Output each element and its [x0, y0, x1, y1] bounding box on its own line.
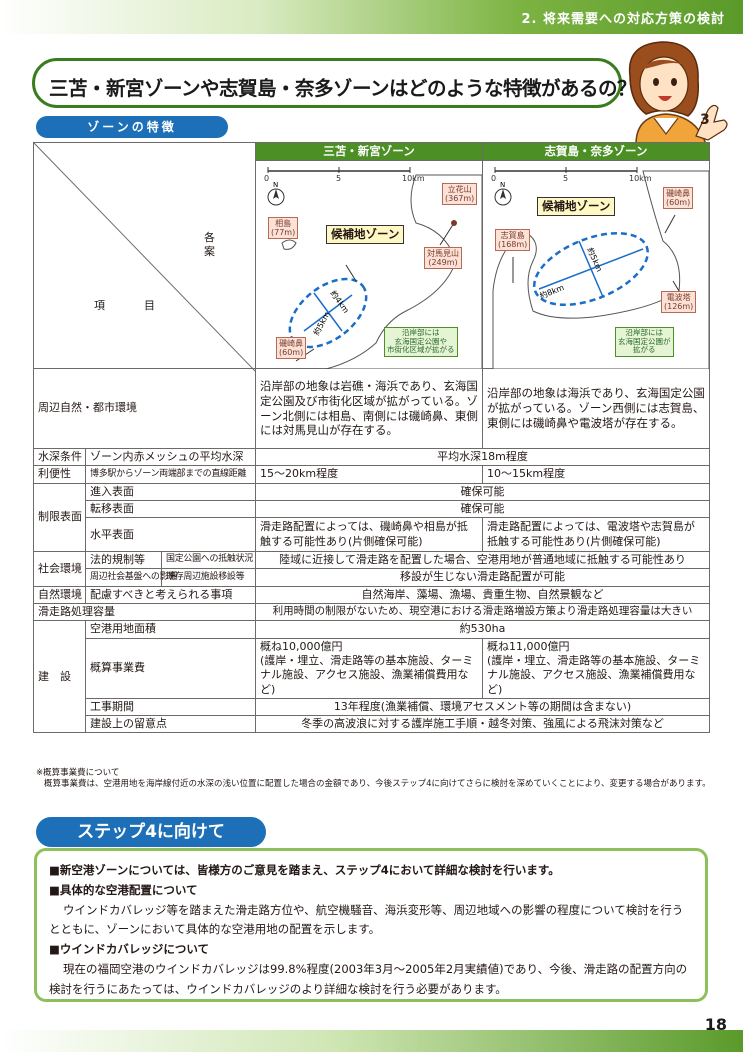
zone-features-heading: ゾーンの特徴 — [36, 116, 228, 138]
row-depth-cat: 水深条件 — [33, 447, 86, 467]
zone2-label-isozaki: 磯崎鼻 (60m) — [663, 187, 694, 210]
row-build-cost: 概算事業費 — [85, 637, 256, 699]
zone-comparison-table: 各 案 項 目 三苫・新宮ゾーン 志賀島・奈多ゾーン N — [33, 142, 710, 734]
section-title: 2. 将来需要への対応方策の検討 — [521, 12, 725, 27]
row-capacity-label: 滑走路処理容量 — [33, 603, 256, 622]
row-social-legal-sub: 国定公園への抵触状況 — [161, 551, 256, 570]
zone1-scale-10: 10km — [402, 174, 425, 183]
row-build-area: 空港用地面積 — [85, 620, 256, 639]
svg-text:N: N — [273, 181, 278, 189]
zone1-candidate-label: 候補地ゾーン — [326, 225, 405, 244]
row-build-cost-zone2: 概ね11,000億円 (護岸・埋立、滑走路等の基本施設、ターミナル施設、アクセス… — [482, 637, 710, 699]
svg-text:N: N — [500, 181, 505, 189]
step4-heading: ステップ4に向けて — [36, 817, 266, 847]
zone1-map: N 約5km 約4km 0 5 10km 相島 (77m) 立花山 (367m)… — [255, 160, 483, 369]
step4-box: ■新空港ゾーンについては、皆様方のご意見を踏まえ、ステップ4において詳細な検討を… — [34, 848, 708, 1002]
row-nature-cat: 自然環境 — [33, 585, 86, 605]
row-limit-approach-value: 確保可能 — [255, 482, 710, 501]
corner-diagonal — [34, 143, 256, 372]
footnote-text: 概算事業費は、空港用地を海岸線付近の水深の浅い位置に配置した場合の金額であり、今… — [44, 779, 711, 790]
row-depth-label: ゾーン内赤メッシュの平均水深 — [85, 447, 256, 467]
zone1-header: 三苫・新宮ゾーン — [255, 142, 483, 161]
row-social-legal-value: 陸域に近接して滑走路を配置した場合、空港用地が普通地域に抵触する可能性あり — [255, 551, 710, 570]
row-env-label: 周辺自然・都市環境 — [33, 368, 256, 449]
zone2-candidate-label: 候補地ゾーン — [537, 197, 616, 216]
row-limit-horizontal-zone2: 滑走路配置によっては、電波塔や志賀島が抵触する可能性あり(片側確保可能) — [482, 517, 710, 553]
row-build-area-value: 約530ha — [255, 620, 710, 639]
row-build-notes-value: 冬季の高波浪に対する護岸施工手順・越冬対策、強風による飛沫対策など — [255, 715, 710, 734]
cost-footnote: ※概算事業費について 概算事業費は、空港用地を海岸線付近の水深の浅い位置に配置し… — [36, 768, 716, 791]
step4-line4: ■ウインドカバレッジについて — [49, 942, 210, 957]
row-build-period-value: 13年程度(漁業補償、環境アセスメント等の期間は含まない) — [255, 697, 710, 717]
row-social-legal: 法的規制等 — [85, 551, 162, 570]
footnote-title: ※概算事業費について — [36, 768, 120, 778]
row-limit-cat: 制限表面 — [33, 482, 86, 553]
row-limit-transition: 転移表面 — [85, 499, 256, 519]
row-nature-label: 配慮すべきと考えられる事項 — [85, 585, 256, 605]
character-illustration: 3 — [628, 41, 728, 145]
table-corner: 各 案 項 目 — [33, 142, 258, 372]
row-conv-zone1: 15〜20km程度 — [255, 465, 483, 484]
zone1-note: 沿岸部には 玄海国定公園や 市街化区域が拡がる — [384, 327, 458, 357]
row-build-period: 工事期間 — [85, 697, 256, 717]
zone2-label-dempato: 電波塔 (126m) — [661, 291, 697, 314]
row-build-notes: 建設上の留意点 — [85, 715, 256, 734]
step4-line5: 現在の福岡空港のウインドカバレッジは99.8%程度(2003年3月〜2005年2… — [49, 961, 688, 996]
row-conv-label: 博多駅からゾーン両端部までの直線距離 — [85, 465, 256, 484]
question-bubble: 三苫・新宮ゾーンや志賀島・奈多ゾーンはどのような特徴があるの？ — [32, 58, 637, 108]
svg-text:3: 3 — [700, 112, 710, 128]
zone2-header: 志賀島・奈多ゾーン — [482, 142, 710, 161]
row-social-impact-value: 移設が生じない滑走路配置が可能 — [255, 568, 710, 587]
row-social-impact-sub: 既存周辺施設移設等 — [161, 568, 256, 587]
header-band — [0, 0, 743, 34]
row-limit-horizontal-zone1: 滑走路配置によっては、磯崎鼻や相島が抵触する可能性あり(片側確保可能) — [255, 517, 483, 553]
zone1-label-tsushimi: 対馬見山 (249m) — [424, 247, 462, 270]
row-conv-cat: 利便性 — [33, 465, 86, 484]
row-limit-transition-value: 確保可能 — [255, 499, 710, 519]
zone2-scale-5: 5 — [563, 174, 569, 183]
row-build-cat: 建 設 — [33, 620, 86, 734]
step4-line3: ウインドカバレッジ等を踏まえた滑走路方位や、航空機騒音、海浜変形等、周辺地域への… — [49, 902, 684, 937]
footer-band — [0, 1030, 743, 1052]
zone2-scale-10: 10km — [629, 174, 652, 183]
step4-line1: ■新空港ゾーンについては、皆様方のご意見を踏まえ、ステップ4において詳細な検討を… — [49, 863, 560, 877]
row-env-zone2: 沿岸部の地象は海浜であり、玄海国定公園が拡がっている。ゾーン西側には志賀島、東側… — [482, 368, 710, 449]
row-env-zone1: 沿岸部の地象は岩礁・海浜であり、玄海国定公園及び市街化区域が拡がっている。ゾーン… — [255, 368, 483, 449]
zone1-map-graphic: N 約5km 約4km — [267, 167, 482, 369]
row-limit-horizontal: 水平表面 — [85, 517, 256, 553]
row-conv-zone2: 10〜15km程度 — [482, 465, 710, 484]
zone2-dim-b: 約5km — [585, 246, 605, 274]
row-build-cost-zone1: 概ね10,000億円 (護岸・埋立、滑走路等の基本施設、ターミナル施設、アクセス… — [255, 637, 483, 699]
row-social-cat: 社会環境 — [33, 551, 86, 587]
step4-line2: ■具体的な空港配置について — [49, 882, 198, 897]
corner-item-label: 項 目 — [94, 299, 169, 312]
zone1-label-isozaki: 磯崎鼻 (60m) — [276, 337, 307, 360]
row-capacity-value: 利用時間の制限がないため、現空港における滑走路増設方策より滑走路処理容量は大きい — [255, 603, 710, 622]
question-text: 三苫・新宮ゾーンや志賀島・奈多ゾーンはどのような特徴があるの？ — [49, 77, 637, 100]
zone1-scale-5: 5 — [336, 174, 342, 183]
zone1-scale-0: 0 — [264, 174, 270, 183]
zone2-note: 沿岸部には 玄海国定公園が 拡がる — [615, 327, 674, 357]
row-nature-value: 自然海岸、藻場、漁場、貴重生物、自然景観など — [255, 585, 710, 605]
row-limit-approach: 進入表面 — [85, 482, 256, 501]
zone2-map-graphic: N 約8km 約5km — [492, 167, 709, 369]
page-number: 18 — [704, 1015, 727, 1034]
row-depth-value: 平均水深18m程度 — [255, 447, 710, 467]
zone1-label-tachibana: 立花山 (367m) — [442, 183, 478, 206]
corner-plan-label: 各 案 — [204, 231, 258, 259]
row-social-impact: 周辺社会基盤への影響 — [85, 568, 177, 587]
zone2-map: N 約8km 約5km 0 5 10km 磯崎鼻 (60m) 志賀島 (168m… — [482, 160, 710, 369]
zone1-label-aikoshima: 相島 (77m) — [268, 217, 299, 240]
zone2-label-shikanoshima: 志賀島 (168m) — [495, 229, 531, 252]
zone2-scale-0: 0 — [491, 174, 497, 183]
